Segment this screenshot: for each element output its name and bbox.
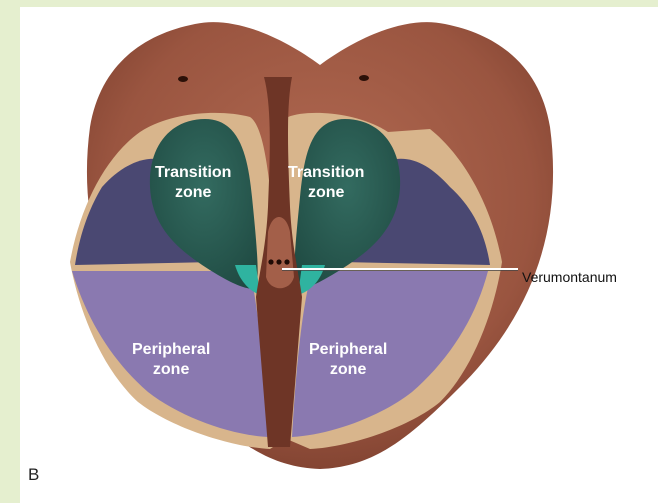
utricle-dot-right [284, 259, 289, 264]
utricle-dot-left [268, 259, 273, 264]
panel-letter: B [28, 465, 39, 485]
utricle-dot-center [276, 259, 281, 264]
duct-dimple-left [178, 76, 188, 82]
peripheral-zone-right-label: Peripheral zone [309, 340, 387, 380]
duct-dimple-right [359, 75, 369, 81]
peripheral-zone-left-label: Peripheral zone [132, 340, 210, 380]
transition-zone-right-label: Transition zone [288, 163, 364, 203]
verumontanum-label: Verumontanum [522, 269, 617, 285]
transition-zone-left-label: Transition zone [155, 163, 231, 203]
prostate-zones-diagram [20, 7, 658, 503]
figure-frame: Transition zone Transition zone Peripher… [20, 7, 658, 503]
